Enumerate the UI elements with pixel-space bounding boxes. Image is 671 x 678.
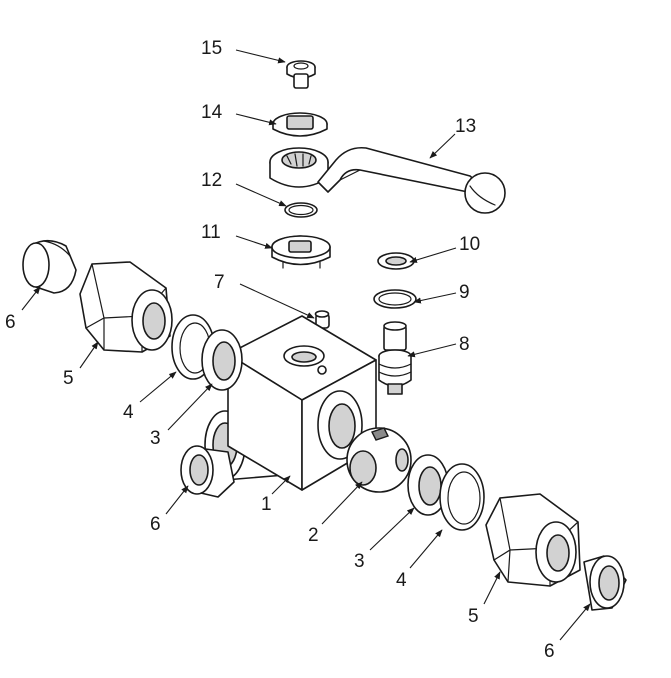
part-ball [346, 427, 412, 493]
part-small-o-ring [284, 202, 318, 218]
label-9: 9 [459, 282, 470, 303]
part-end-cap-left [22, 239, 77, 294]
leader-12 [235, 183, 287, 207]
part-seat-3-left [201, 329, 243, 391]
leader-2 [321, 481, 363, 525]
leader-3a [167, 383, 213, 431]
label-4-left: 4 [123, 402, 134, 423]
label-5-right: 5 [468, 606, 479, 627]
callout-labels: 15 14 13 12 11 10 9 8 7 6 5 4 3 6 1 2 3 … [5, 38, 555, 662]
part-seat-3-right [407, 454, 449, 516]
label-14: 14 [201, 102, 223, 123]
leader-6a [21, 286, 41, 311]
part-gland-ring [377, 252, 415, 270]
leader-5a [79, 341, 99, 369]
leader-4a [139, 371, 177, 403]
part-valve-body [204, 315, 377, 491]
part-seal-ring [373, 289, 417, 309]
label-4-right: 4 [396, 570, 407, 591]
label-6-right: 6 [544, 641, 555, 662]
leader-8 [407, 343, 457, 358]
part-handle [269, 146, 506, 214]
part-stop-plate [271, 235, 331, 269]
leader-7 [239, 283, 315, 319]
leader-10 [409, 247, 457, 263]
label-1: 1 [261, 494, 272, 515]
part-bolt [286, 60, 316, 89]
label-12: 12 [201, 170, 222, 191]
leader-9 [413, 292, 457, 304]
label-3-right: 3 [354, 551, 365, 572]
label-11: 11 [201, 222, 221, 243]
label-15: 15 [201, 38, 222, 59]
part-end-cap-bottom-left [180, 445, 235, 498]
label-2: 2 [308, 525, 319, 546]
leader-5b [483, 571, 501, 605]
leader-lines [21, 49, 591, 641]
leader-6b [165, 485, 189, 515]
leader-4b [409, 529, 443, 569]
part-nut-left [79, 261, 173, 353]
part-pin [314, 310, 330, 329]
label-8: 8 [459, 334, 470, 355]
leader-11 [235, 235, 273, 249]
part-lock-plate [272, 112, 328, 137]
label-3-left: 3 [150, 428, 161, 449]
leader-3b [369, 507, 415, 551]
label-7: 7 [214, 272, 225, 293]
leader-1 [271, 475, 291, 495]
leader-15 [235, 49, 286, 64]
part-nut-right [485, 493, 581, 587]
leader-14 [235, 113, 277, 126]
label-5-left: 5 [63, 368, 74, 389]
label-13: 13 [455, 116, 476, 137]
label-10: 10 [459, 234, 480, 255]
part-ring-4-right [439, 463, 485, 531]
label-6-bottom-left: 6 [150, 514, 161, 535]
leader-6c [559, 603, 591, 641]
part-end-cap-right [583, 555, 627, 611]
label-6-left: 6 [5, 312, 16, 333]
part-stem [378, 321, 412, 395]
leader-13 [429, 133, 456, 159]
